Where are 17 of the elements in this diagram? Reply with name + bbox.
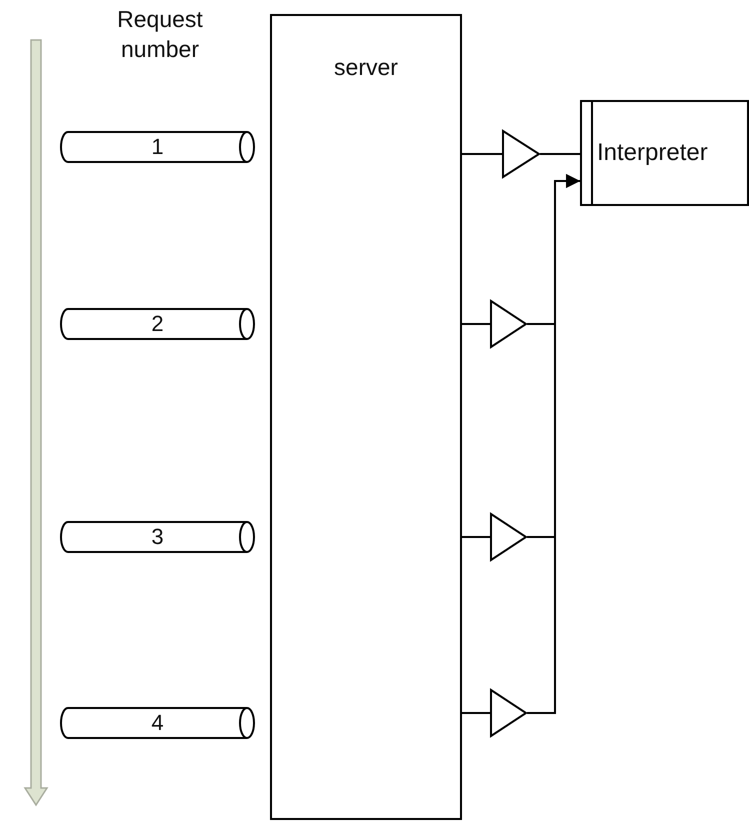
server-box: server (270, 14, 462, 820)
request-cylinder: 4 (60, 707, 255, 739)
interpreter-box: Interpreter (580, 100, 748, 206)
connector-line (462, 536, 490, 538)
request-cylinder: 3 (60, 521, 255, 553)
triangle-symbol (490, 513, 527, 561)
triangle-symbol (490, 689, 527, 737)
connector-line (540, 153, 580, 155)
connector-line (462, 323, 490, 325)
connector-line (462, 712, 490, 714)
request-cylinder: 1 (60, 131, 255, 163)
triangle-symbol (502, 130, 540, 178)
axis-label: Request number (116, 5, 204, 64)
triangle-symbol (490, 300, 527, 348)
request-cylinder: 2 (60, 308, 255, 340)
connector-line (462, 153, 502, 155)
arrow (527, 174, 580, 714)
